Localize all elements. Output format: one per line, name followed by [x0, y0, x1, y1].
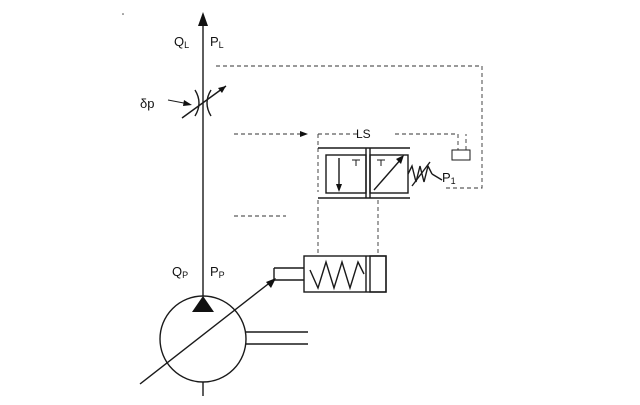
main-flow-line	[198, 12, 208, 296]
delta-p-arrow	[167, 99, 192, 106]
pp-label: PP	[210, 264, 225, 280]
ls-label: LS	[356, 127, 371, 141]
p1-label: P1	[442, 170, 456, 186]
stray-dot	[122, 13, 124, 15]
pl-label: PL	[210, 34, 224, 50]
displacement-control-cylinder	[273, 255, 387, 293]
variable-orifice	[181, 85, 227, 119]
pilot-lines	[216, 65, 483, 256]
drain-symbol	[451, 149, 471, 161]
qp-label: QP	[172, 264, 188, 280]
delta-p-label: δp	[140, 96, 154, 111]
variable-pump	[139, 278, 308, 396]
adjustable-spring	[407, 161, 443, 187]
ql-label: QL	[174, 34, 189, 50]
load-sensing-valve	[300, 131, 410, 199]
